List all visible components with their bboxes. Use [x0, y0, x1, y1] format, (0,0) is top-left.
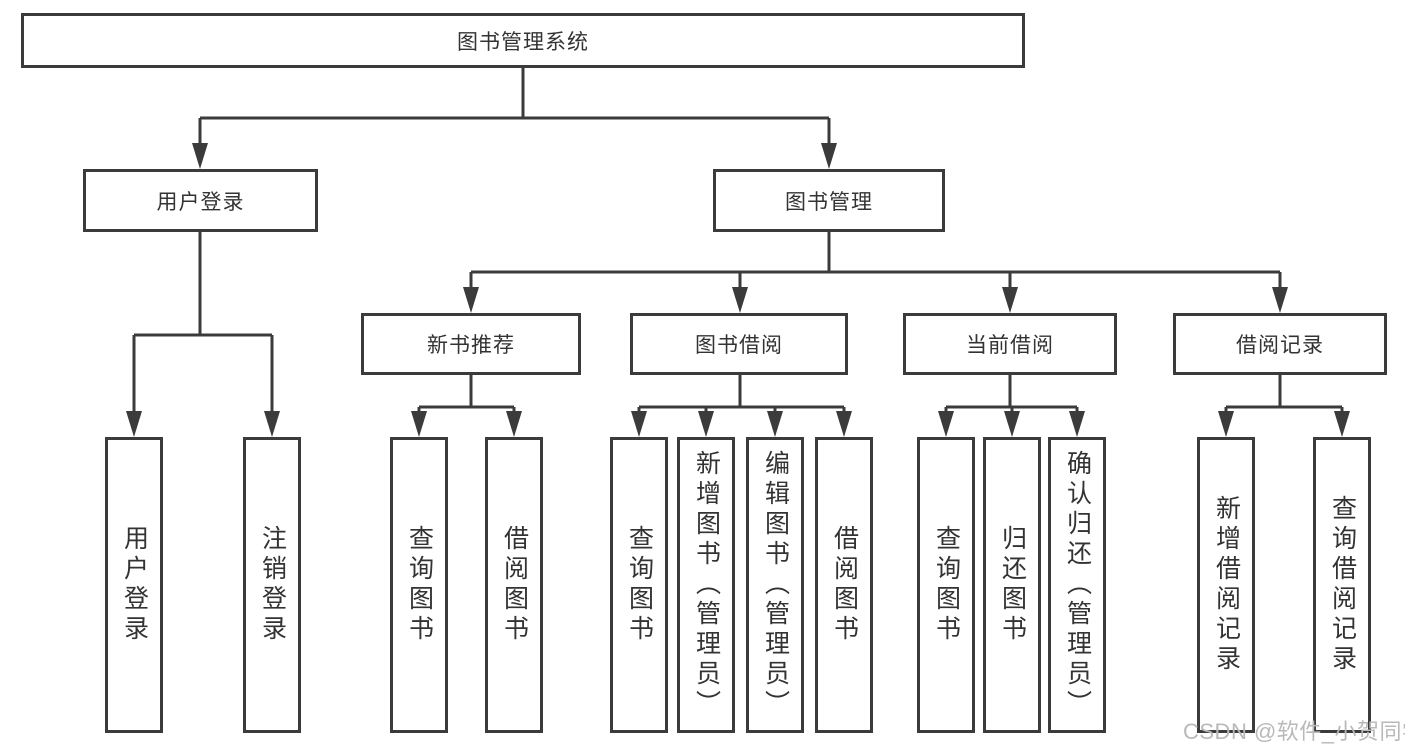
leaf-label: 注销登录 — [258, 525, 287, 645]
node-current-borrowing: 当前借阅 — [903, 313, 1117, 375]
node-book-management: 图书管理 — [713, 169, 945, 232]
leaf-label: 借阅图书 — [500, 525, 529, 645]
leaf-confirm-return-admin: 确认归还（管理员） — [1048, 437, 1106, 733]
csdn-watermark: CSDN @软件_小贺同学 — [1183, 719, 1405, 744]
leaf-query-books: 查询图书 — [610, 437, 668, 733]
leaf-label: 查询借阅记录 — [1328, 495, 1357, 675]
leaf-return-books: 归还图书 — [983, 437, 1041, 733]
node-label: 借阅记录 — [1236, 334, 1324, 357]
leaf-logout: 注销登录 — [243, 437, 301, 733]
leaf-query-books: 查询图书 — [390, 437, 448, 733]
node-label: 新书推荐 — [427, 334, 515, 357]
leaf-add-borrow-record: 新增借阅记录 — [1197, 437, 1255, 733]
node-label: 图书借阅 — [695, 334, 783, 357]
node-library-management-system: 图书管理系统 — [21, 13, 1025, 68]
leaf-add-books-admin: 新增图书（管理员） — [677, 437, 735, 733]
leaf-user-login: 用户登录 — [105, 437, 163, 733]
node-borrowing-records: 借阅记录 — [1173, 313, 1387, 375]
leaf-borrow-books: 借阅图书 — [485, 437, 543, 733]
leaf-label: 用户登录 — [120, 525, 149, 645]
leaf-label: 新增图书（管理员） — [692, 450, 721, 720]
leaf-borrow-books: 借阅图书 — [815, 437, 873, 733]
node-label: 图书管理系统 — [457, 30, 589, 54]
leaf-label: 查询图书 — [932, 525, 961, 645]
node-user-login: 用户登录 — [83, 169, 318, 232]
node-book-borrowing: 图书借阅 — [630, 313, 848, 375]
leaf-label: 归还图书 — [998, 525, 1027, 645]
node-label: 图书管理 — [785, 190, 873, 214]
leaf-query-borrow-record: 查询借阅记录 — [1313, 437, 1371, 733]
leaf-label: 查询图书 — [625, 525, 654, 645]
leaf-edit-books-admin: 编辑图书（管理员） — [746, 437, 804, 733]
node-label: 用户登录 — [156, 190, 245, 214]
node-label: 当前借阅 — [966, 334, 1054, 357]
leaf-query-books: 查询图书 — [917, 437, 975, 733]
leaf-label: 查询图书 — [405, 525, 434, 645]
leaf-label: 确认归还（管理员） — [1063, 450, 1092, 720]
node-new-book-recommendation: 新书推荐 — [361, 313, 581, 375]
leaf-label: 编辑图书（管理员） — [761, 450, 790, 720]
leaf-label: 新增借阅记录 — [1212, 495, 1241, 675]
leaf-label: 借阅图书 — [830, 525, 859, 645]
